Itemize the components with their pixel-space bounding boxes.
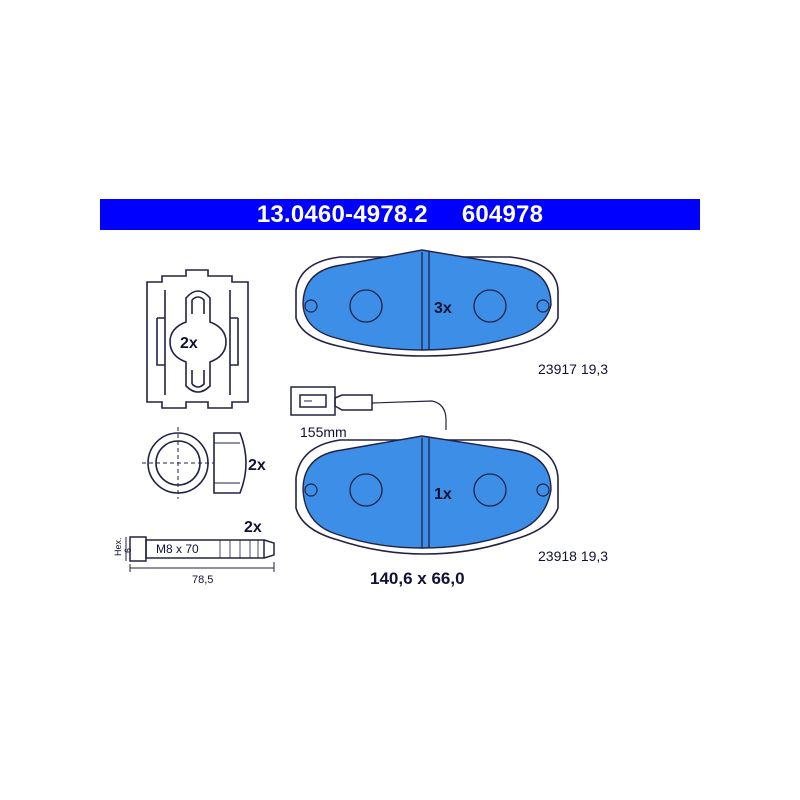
bolt-thread: M8 x 70 [156,542,199,556]
pad-dimensions: 140,6 x 66,0 [370,569,465,588]
reference-number: 604978 [461,200,544,228]
brake-pad-upper [295,249,559,357]
upper-pad-quantity: 3x [434,300,452,317]
bolt-head-size: 6 [123,548,133,553]
bolt-quantity: 2x [244,519,262,536]
part-number: 13.0460-4978.2 [256,200,428,228]
clip-quantity: 2x [180,335,198,352]
lower-pad-quantity: 1x [434,486,452,503]
bolt-head-label: Hex. [113,537,123,556]
bushing-quantity: 2x [248,457,266,474]
wear-sensor [290,386,447,430]
anti-rattle-clip [146,269,249,409]
bolt-length: 78,5 [192,574,213,586]
sensor-cable-length: 155mm [300,424,347,440]
guide-bolt [125,536,275,572]
brake-pad-lower [295,435,559,555]
upper-pad-spec: 23917 19,3 [538,361,608,377]
guide-bushing [142,427,247,499]
part-number-banner: 13.0460-4978.2 604978 [100,199,700,230]
lower-pad-spec: 23918 19,3 [538,548,608,564]
